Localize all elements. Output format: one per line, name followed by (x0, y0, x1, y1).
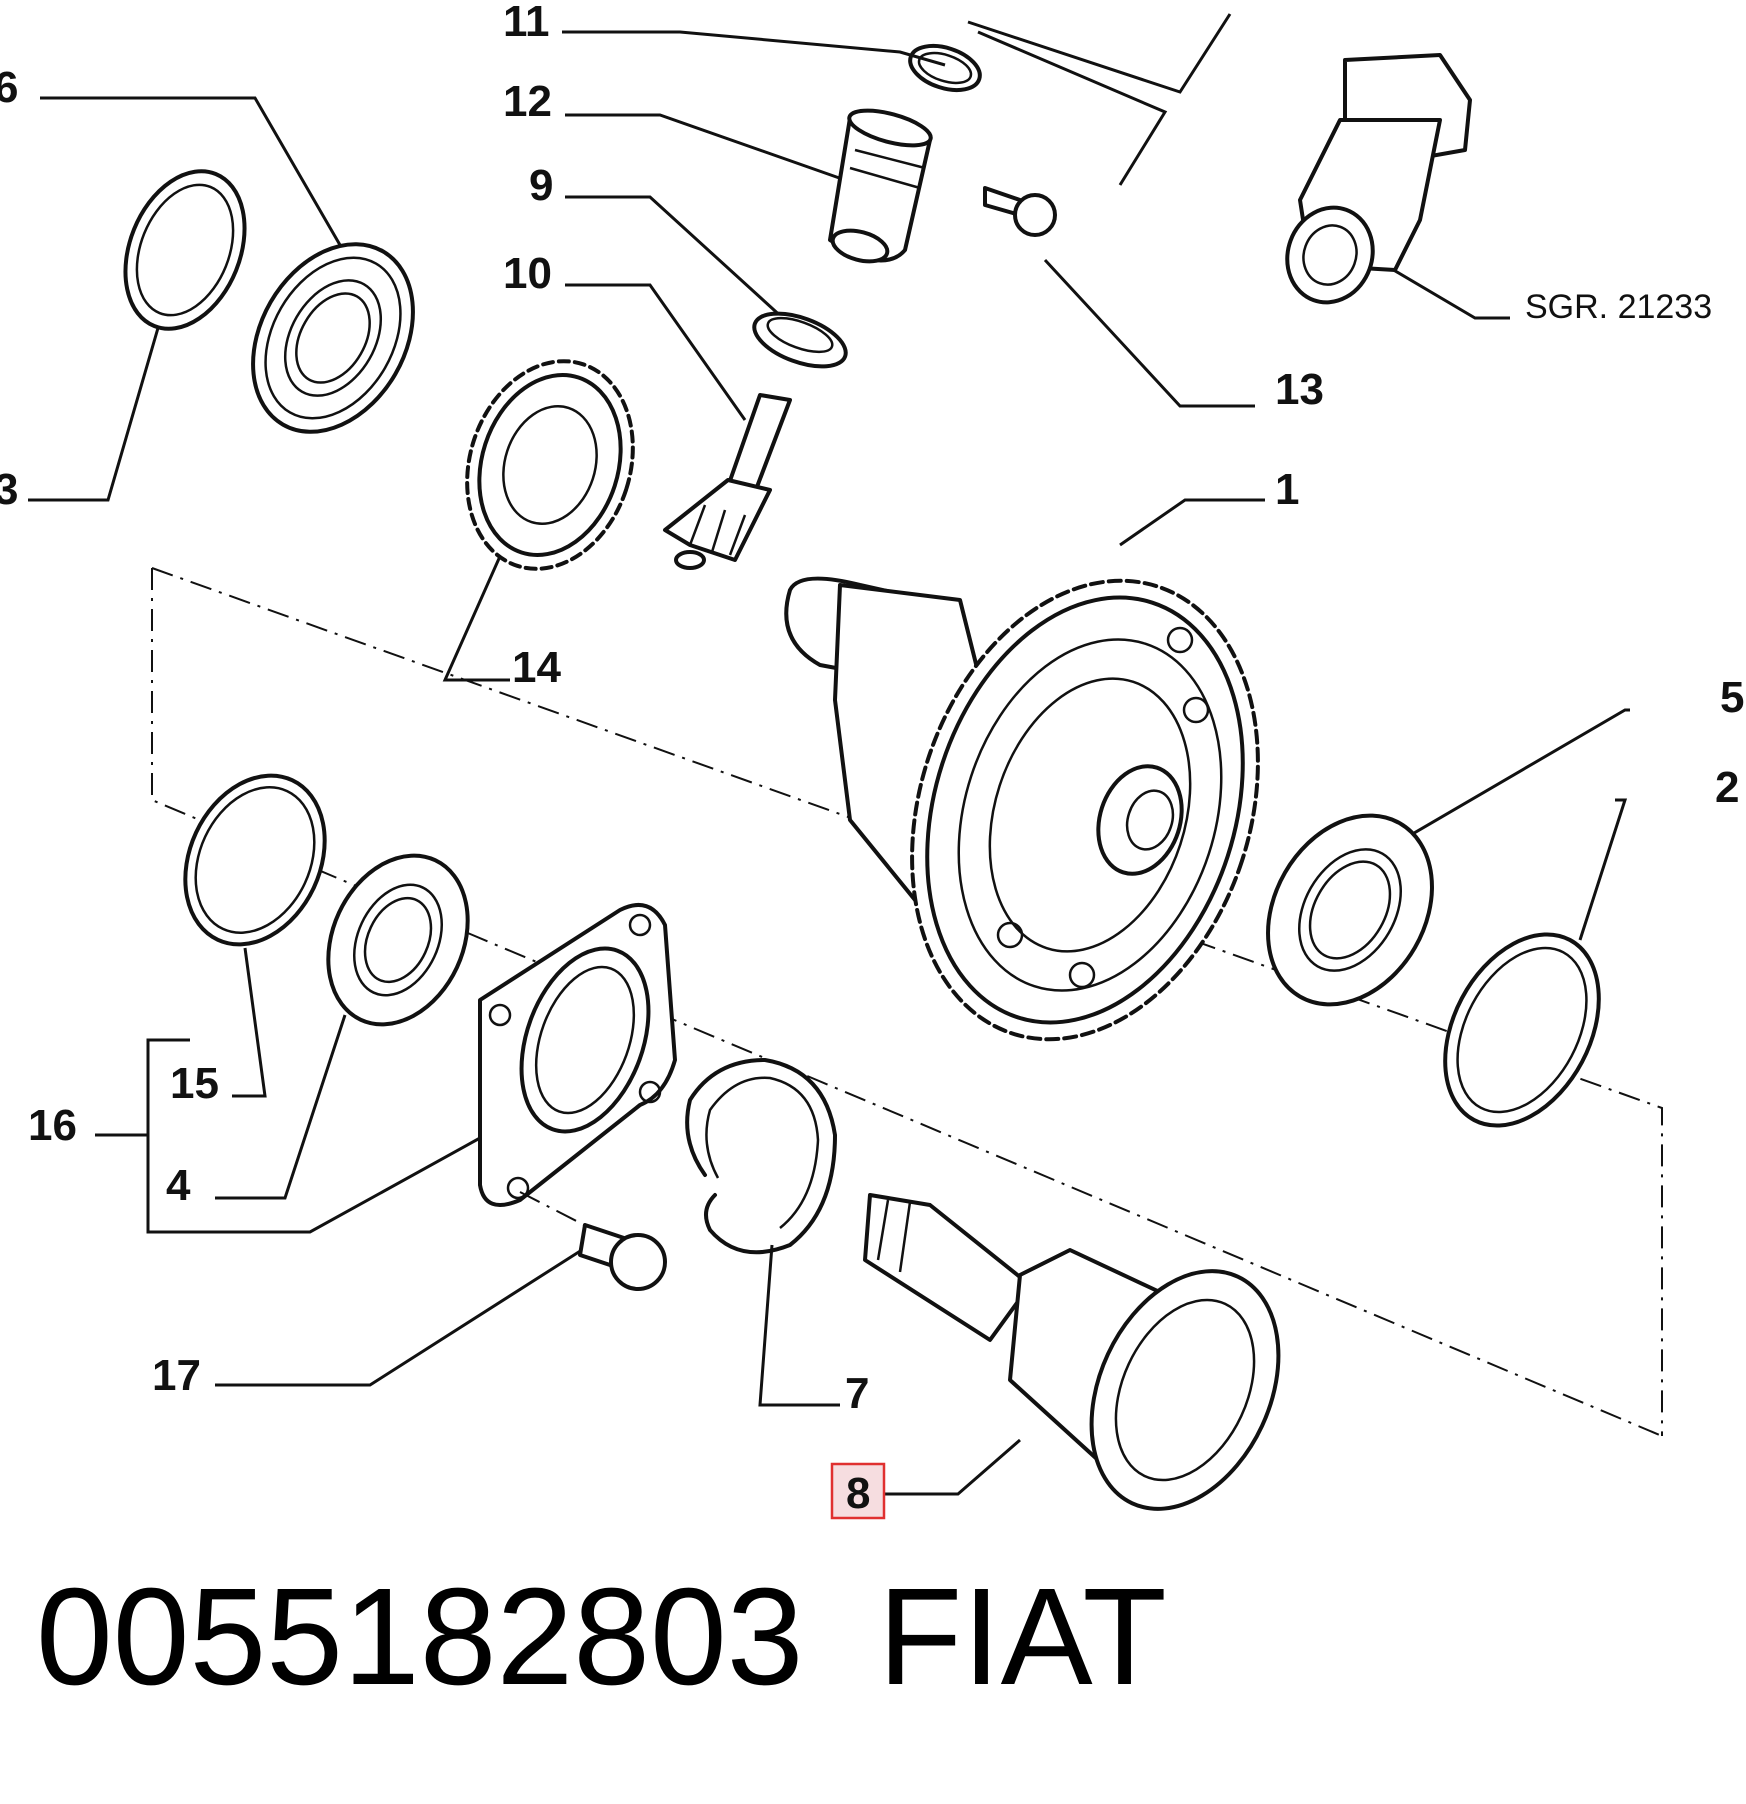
part-16-flange (478, 903, 677, 1207)
part-4-bearing (326, 853, 470, 1027)
callout-labels: 11 6 12 9 10 13 3 1 14 5 2 15 16 4 17 7 … (0, 0, 1744, 1520)
callout-3: 3 (0, 465, 18, 514)
callout-16: 16 (28, 1101, 77, 1150)
part-10-pinion-shaft (663, 393, 792, 570)
part-13-screw (983, 186, 1057, 237)
callout-5: 5 (1720, 673, 1744, 722)
part-7-circlip (685, 1058, 837, 1255)
callout-14: 14 (512, 643, 561, 692)
part-12-sleeve (828, 108, 933, 264)
callout-4: 4 (166, 1161, 191, 1210)
highlight-box (830, 1462, 886, 1520)
callout-13: 13 (1275, 365, 1324, 414)
part-1-differential (784, 576, 1260, 1042)
assembly-boundary (151, 567, 1663, 1437)
part-14-gear (465, 359, 635, 571)
part-9-seal (752, 311, 848, 369)
callout-6: 6 (0, 63, 18, 112)
callout-11: 11 (503, 0, 550, 46)
part-17-bolt (519, 1191, 667, 1291)
callout-2: 2 (1715, 763, 1739, 812)
part-3-ring (123, 169, 247, 331)
part-8-joint (863, 1193, 1281, 1511)
part-11-o-ring (908, 43, 982, 93)
callout-8: 8 (846, 1469, 870, 1518)
callout-10: 10 (503, 249, 552, 298)
leader-lines (28, 13, 1630, 1496)
speed-sensor (1285, 53, 1472, 305)
reference-label: SGR. 21233 (1525, 288, 1712, 326)
part-6-bearing (251, 242, 415, 434)
part-number: 0055182803 (36, 1560, 804, 1714)
part-15-o-ring (183, 773, 327, 947)
brand-name: FIAT (878, 1560, 1167, 1714)
part-2-ring (1443, 932, 1601, 1128)
callout-17: 17 (152, 1351, 201, 1400)
callout-1: 1 (1275, 465, 1299, 514)
part-5-bearing (1266, 813, 1434, 1007)
callout-7: 7 (845, 1369, 869, 1418)
callout-15: 15 (170, 1059, 219, 1108)
callout-9: 9 (529, 161, 553, 210)
callout-12: 12 (503, 77, 552, 126)
